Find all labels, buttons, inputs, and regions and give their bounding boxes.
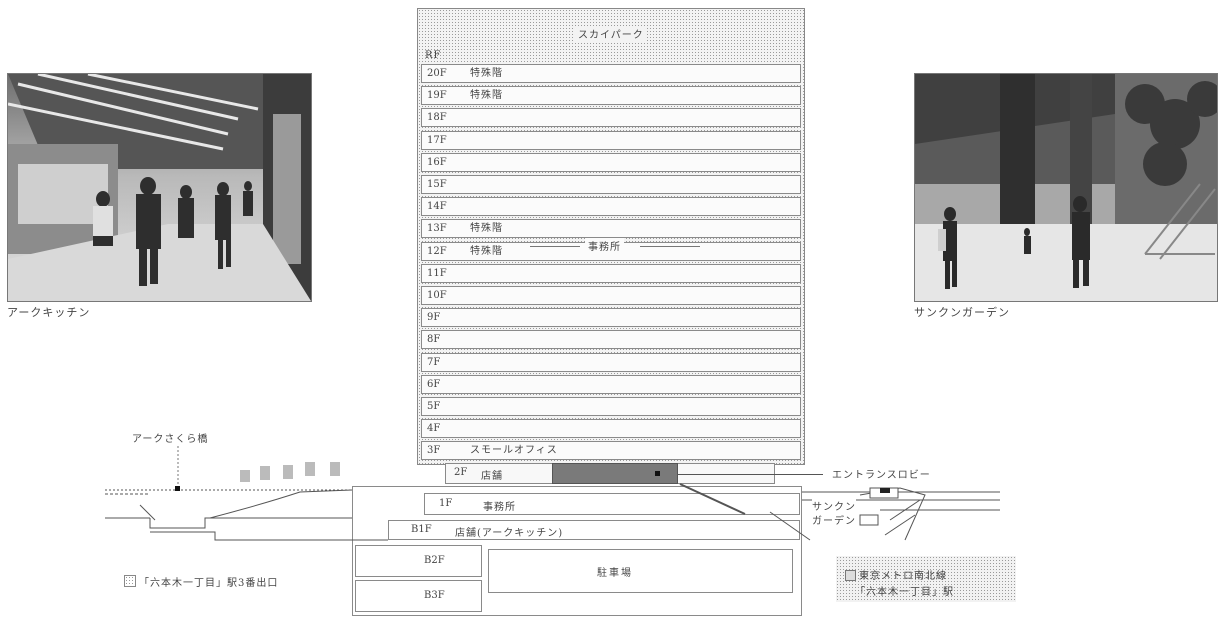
floor-b1f: B1F 店舗(アークキッチン) [388,520,800,540]
floor-b2f-label: B2F [424,555,445,566]
metro-icon [845,570,856,581]
floor-b1f-label: B1F [411,524,432,535]
floor-number: 4F [427,423,441,435]
skypark-label: スカイパーク [575,26,647,41]
sunken-garden-line2: ガーデン [812,512,856,527]
floor-row-8f: 8F [421,330,801,350]
exit-box-icon [124,575,136,587]
floor-number: 8F [427,334,441,346]
rf-label: RF [425,50,442,61]
floor-b1f-use: 店舗(アークキッチン) [455,528,564,539]
floor-number: 20F [427,68,447,79]
floor-row-19f: 19F 特殊階 [421,86,801,106]
floor-use: 特殊階 [470,90,503,102]
floor-number: 10F [427,290,447,301]
sunken-garden-photo [914,73,1218,302]
floor-b3f: B3F [355,580,482,612]
ark-kitchen-caption: アークキッチン [7,306,91,319]
floor-number: 11F [427,267,447,279]
sunken-garden-caption: サンクンガーデン [914,306,1010,319]
entrance-lobby-fill [552,463,678,484]
floor-row-6f: 6F [421,374,801,394]
parking-label: 駐車場 [597,568,633,579]
floor-row-18f: 18F [421,108,801,128]
entrance-lobby-leader [678,474,823,475]
office-leader-right [640,246,700,247]
floor-number: 14F [427,201,447,213]
office-leader-left [530,246,580,247]
floor-row-20f: 20F 特殊階 [421,64,801,83]
floor-number: 19F [427,90,447,102]
floor-1f-label: 1F [439,498,453,509]
ark-kitchen-photo [7,73,312,302]
floor-row-14f: 14F [421,197,801,217]
floor-row-17f: 17F [421,130,801,150]
floor-b2f: B2F [355,545,482,577]
ark-sakura-bridge-label: アークさくら橋 [132,434,209,445]
roppongi-exit-label: 「六本木一丁目」駅3番出口 [139,578,279,589]
floor-row-9f: 9F [421,308,801,328]
floor-number: 17F [427,134,447,146]
floor-row-7f: 7F [421,352,801,372]
floor-row-10f: 10F [421,286,801,305]
ark-kitchen-illustration [8,74,311,301]
floor-number: 7F [427,356,441,368]
podium-outline [352,486,802,616]
floor-use: 特殊階 [470,68,503,79]
floor-number: 5F [427,401,441,412]
floor-number: 3F [427,445,441,457]
floor-row-15f: 15F [421,175,801,194]
entrance-lobby-label: エントランスロビー [832,470,931,481]
floor-row-16f: 16F [421,152,801,172]
floor-2f-label: 2F [454,467,468,478]
floor-row-11f: 11F [421,263,801,283]
metro-station-box [836,556,1016,602]
floor-use: 特殊階 [470,223,503,235]
floor-number: 18F [427,112,447,124]
floor-1f: 1F 事務所 [424,493,800,515]
office-label: 事務所 [585,238,624,253]
floor-number: 9F [427,312,441,324]
floor-1f-use: 事務所 [483,502,516,513]
floor-row-3f: 3F スモールオフィス [421,441,801,461]
floor-number: 6F [427,378,441,390]
metro-line2: 「六本木一丁目」駅 [855,587,954,598]
sunken-garden-line1: サンクン [812,498,856,513]
floor-row-13f: 13F 特殊階 [421,219,801,239]
floor-b3f-label: B3F [424,590,445,601]
floor-row-4f: 4F [421,419,801,439]
floor-row-5f: 5F [421,397,801,416]
parking-area: 駐車場 [488,549,793,593]
floor-2f-use: 店舗 [481,471,503,482]
metro-line1: 東京メトロ南北線 [859,571,947,582]
entrance-lobby-marker [655,471,660,476]
floor-number: 15F [427,179,447,190]
floor-number: 12F [427,245,447,257]
floor-number: 13F [427,223,447,235]
floor-number: 16F [427,156,447,168]
floor-use: 特殊階 [470,245,503,257]
floor-use: スモールオフィス [470,445,558,457]
sunken-garden-illustration [915,74,1217,301]
